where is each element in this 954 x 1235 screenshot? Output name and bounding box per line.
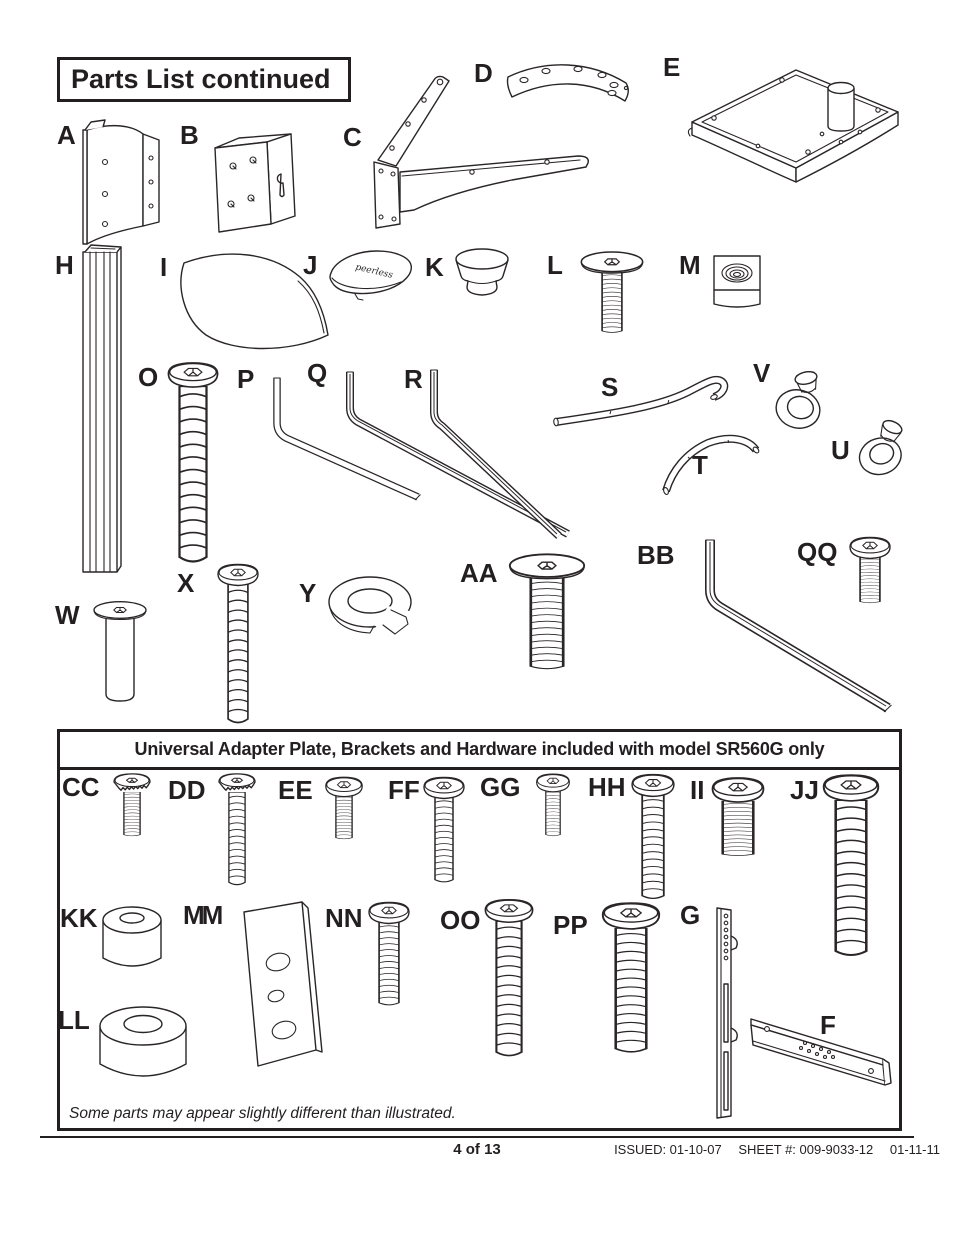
part-hh-label: HH — [588, 772, 626, 802]
part-e-illustration — [687, 69, 899, 183]
part-nn-illustration — [368, 901, 410, 1006]
part-q-label: Q — [307, 358, 328, 388]
part-t-label: T — [692, 450, 708, 480]
part-e-label: E — [663, 52, 681, 82]
part-s-illustration — [553, 375, 729, 427]
part-r-label: R — [404, 364, 423, 394]
part-j-label: J — [303, 250, 318, 280]
part-qq-label: QQ — [797, 537, 838, 567]
part-d-label: D — [474, 58, 493, 88]
part-y-illustration — [328, 576, 422, 646]
disclaimer-note: Some parts may appear slightly different… — [69, 1105, 456, 1122]
part-ff-illustration — [423, 776, 465, 883]
part-g-illustration — [716, 907, 738, 1119]
part-o-label: O — [138, 362, 159, 392]
part-b-illustration — [214, 133, 296, 233]
part-oo-label: OO — [440, 905, 481, 935]
part-mm-label: MM — [183, 900, 223, 930]
part-i-illustration — [180, 253, 329, 350]
part-qq-illustration — [849, 536, 891, 604]
part-u-illustration — [858, 419, 903, 476]
sheet-number: SHEET #: 009-9033-12 — [738, 1142, 874, 1157]
part-g-label: G — [680, 900, 701, 930]
part-aa-illustration — [508, 553, 586, 671]
part-b-label: B — [180, 120, 199, 150]
part-h-illustration — [82, 244, 122, 573]
part-y-label: Y — [299, 578, 317, 608]
adapter-section-header: Universal Adapter Plate, Brackets and Ha… — [60, 732, 899, 770]
part-ll-label: LL — [58, 1005, 90, 1035]
issued-date: ISSUED: 01-10-07 — [614, 1142, 722, 1157]
part-v-label: V — [753, 358, 771, 388]
page-title: Parts List continued — [57, 57, 351, 102]
footer-rule — [40, 1136, 914, 1138]
part-ff-label: FF — [388, 775, 420, 805]
part-d-illustration — [506, 64, 629, 102]
part-kk-illustration — [102, 906, 162, 967]
part-pp-label: PP — [553, 910, 588, 940]
part-u-label: U — [831, 435, 850, 465]
part-q-illustration — [346, 371, 570, 538]
part-k-illustration — [455, 248, 509, 296]
part-bb-label: BB — [637, 540, 675, 570]
part-ee-label: EE — [278, 775, 313, 805]
part-c-label: C — [343, 122, 362, 152]
part-dd-illustration — [218, 773, 256, 886]
part-p-label: P — [237, 364, 255, 394]
part-a-illustration — [82, 119, 160, 245]
part-x-label: X — [177, 568, 195, 598]
part-x-illustration — [217, 563, 259, 724]
part-c-illustration — [373, 75, 589, 229]
part-w-label: W — [55, 600, 80, 630]
part-kk-label: KK — [60, 903, 98, 933]
part-j-illustration: peerless — [329, 250, 412, 301]
adapter-section-box: Universal Adapter Plate, Brackets and Ha… — [57, 729, 902, 1131]
part-bb-illustration — [705, 539, 892, 713]
part-w-illustration — [93, 601, 147, 702]
part-dd-label: DD — [168, 775, 206, 805]
issued-info: ISSUED: 01-10-07 SHEET #: 009-9033-12 01… — [614, 1142, 940, 1157]
part-mm-illustration — [243, 901, 323, 1067]
part-cc-illustration — [113, 773, 151, 837]
part-aa-label: AA — [460, 558, 498, 588]
part-l-label: L — [547, 250, 563, 280]
page-number: 4 of 13 — [453, 1141, 501, 1158]
part-ee-illustration — [325, 776, 363, 840]
part-ii-illustration — [711, 776, 765, 857]
part-cc-label: CC — [62, 772, 100, 802]
part-h-label: H — [55, 250, 74, 280]
part-jj-illustration — [822, 774, 880, 957]
part-p-illustration — [273, 377, 421, 501]
part-r-illustration — [430, 369, 562, 539]
part-gg-label: GG — [480, 772, 521, 802]
part-m-illustration — [713, 255, 761, 308]
part-t-illustration — [662, 434, 760, 496]
part-gg-illustration — [536, 773, 570, 837]
part-a-label: A — [57, 120, 76, 150]
part-oo-illustration — [484, 898, 534, 1057]
part-nn-label: NN — [325, 903, 363, 933]
part-ii-label: II — [690, 775, 705, 805]
revision-date: 01-11-11 — [889, 1142, 940, 1157]
part-m-label: M — [679, 250, 701, 280]
part-l-illustration — [580, 251, 644, 334]
part-pp-illustration — [601, 902, 661, 1054]
part-s-label: S — [601, 372, 619, 402]
part-o-illustration — [167, 362, 219, 563]
part-k-label: K — [425, 252, 444, 282]
part-hh-illustration — [631, 773, 675, 900]
part-i-label: I — [160, 252, 168, 282]
part-v-illustration — [775, 371, 821, 429]
part-ll-illustration — [99, 1006, 187, 1077]
part-f-illustration — [750, 1018, 892, 1086]
part-f-label: F — [820, 1010, 836, 1040]
part-jj-label: JJ — [790, 775, 819, 805]
